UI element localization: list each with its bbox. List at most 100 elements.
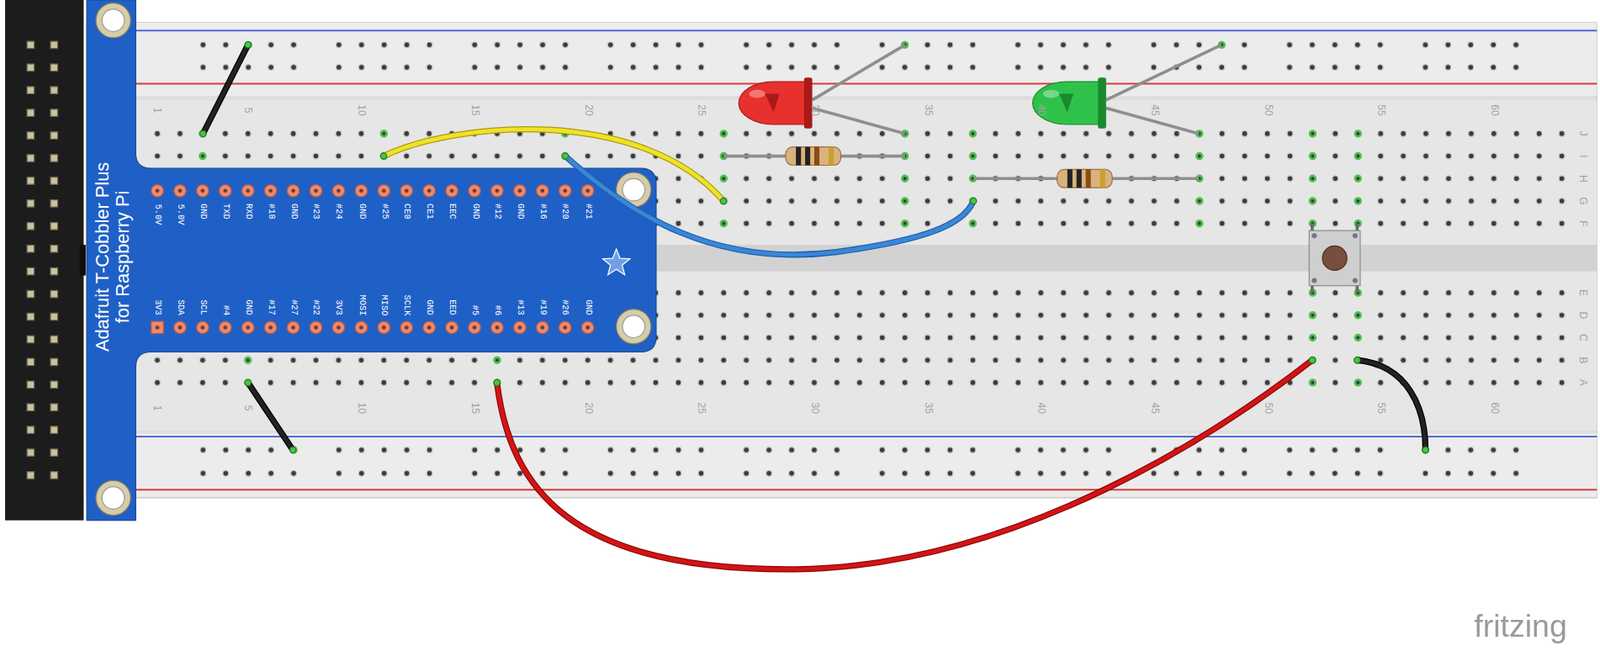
hole: [1332, 379, 1339, 386]
hole: [1264, 153, 1271, 159]
hole: [652, 470, 659, 477]
hole: [698, 198, 705, 205]
hole: [244, 357, 251, 364]
hole: [901, 220, 908, 227]
hole: [1558, 175, 1565, 182]
hole: [947, 153, 954, 159]
pin-label: #4: [221, 304, 230, 315]
hole: [856, 312, 863, 318]
hole: [789, 470, 795, 477]
column-number: 40: [1035, 402, 1046, 414]
hole: [1128, 334, 1135, 341]
hole: [652, 64, 659, 71]
hole: [1218, 290, 1225, 297]
hole: [834, 42, 841, 48]
hole: [856, 175, 863, 182]
hole: [766, 131, 773, 138]
hole: [698, 42, 705, 48]
hole: [1287, 312, 1293, 318]
hole: [1150, 64, 1157, 71]
hole: [1015, 64, 1022, 71]
pin-label: SCLK: [402, 294, 411, 316]
hole: [1354, 447, 1361, 454]
cobbler-pin: [423, 321, 436, 334]
hole: [1015, 290, 1022, 297]
cobbler-pin-hole: [404, 188, 409, 193]
hole: [992, 220, 999, 227]
cobbler-pin: [468, 185, 482, 198]
hole: [720, 312, 727, 318]
resistor-band: [814, 147, 820, 166]
hole: [1128, 220, 1135, 227]
header-pin: [26, 63, 34, 71]
hole: [1083, 312, 1090, 318]
hole: [743, 290, 750, 297]
hole: [1377, 470, 1383, 477]
header-pin: [50, 132, 58, 139]
hole: [1287, 131, 1293, 138]
hole: [1446, 334, 1452, 341]
pin-label: #12: [492, 203, 502, 220]
cobbler-board: [86, 0, 657, 521]
mounting-hole-center: [101, 9, 125, 32]
hole: [1490, 357, 1497, 364]
hole: [1264, 357, 1271, 364]
hole: [245, 447, 252, 454]
hole: [1355, 175, 1362, 182]
header-pin: [50, 335, 58, 343]
pin-label: #5: [470, 304, 479, 315]
hole: [630, 470, 636, 477]
hole: [698, 220, 705, 227]
header-pin: [50, 222, 58, 230]
hole: [789, 312, 795, 318]
hole: [720, 198, 727, 205]
cobbler-pin: [309, 185, 323, 198]
hole: [630, 153, 636, 159]
hole: [879, 357, 885, 364]
row-letter: B: [1577, 356, 1588, 364]
pin-label: GND: [424, 299, 434, 316]
header-pin: [26, 244, 34, 252]
pin-label: #19: [538, 299, 547, 316]
hole: [449, 379, 456, 386]
hole: [675, 379, 682, 386]
hole: [1264, 175, 1271, 182]
cobbler-pin: [286, 321, 300, 334]
hole: [1309, 175, 1316, 182]
wire-end: [493, 379, 500, 386]
hole: [720, 379, 727, 386]
hole: [1400, 334, 1407, 341]
hole: [1241, 220, 1248, 227]
wire-end: [244, 42, 251, 48]
hole: [1490, 153, 1497, 159]
hole: [1422, 447, 1429, 454]
cobbler-pin-hole: [562, 188, 567, 193]
hole: [335, 42, 342, 48]
hole: [811, 357, 818, 364]
hole: [1173, 379, 1180, 386]
hole: [1536, 153, 1542, 159]
hole: [1513, 379, 1520, 386]
hole: [1558, 379, 1565, 386]
header-pin: [50, 449, 58, 456]
hole: [947, 312, 954, 318]
hole: [811, 64, 818, 71]
hole: [789, 175, 795, 182]
cobbler-pin: [332, 185, 345, 198]
hole: [290, 357, 297, 364]
cobbler-pin: [219, 185, 233, 198]
row-letter: D: [1577, 311, 1588, 319]
hole: [1332, 334, 1339, 341]
hole: [1060, 220, 1067, 227]
header-pin: [26, 403, 34, 411]
row-letter: A: [1577, 379, 1588, 387]
hole: [879, 379, 885, 386]
hole: [1015, 153, 1022, 159]
hole: [1241, 357, 1248, 364]
hole: [1060, 42, 1067, 48]
pin-label: EEC: [447, 203, 456, 220]
hole: [1536, 334, 1542, 341]
hole: [1446, 220, 1452, 227]
hole: [969, 447, 976, 454]
hole: [1128, 198, 1135, 205]
